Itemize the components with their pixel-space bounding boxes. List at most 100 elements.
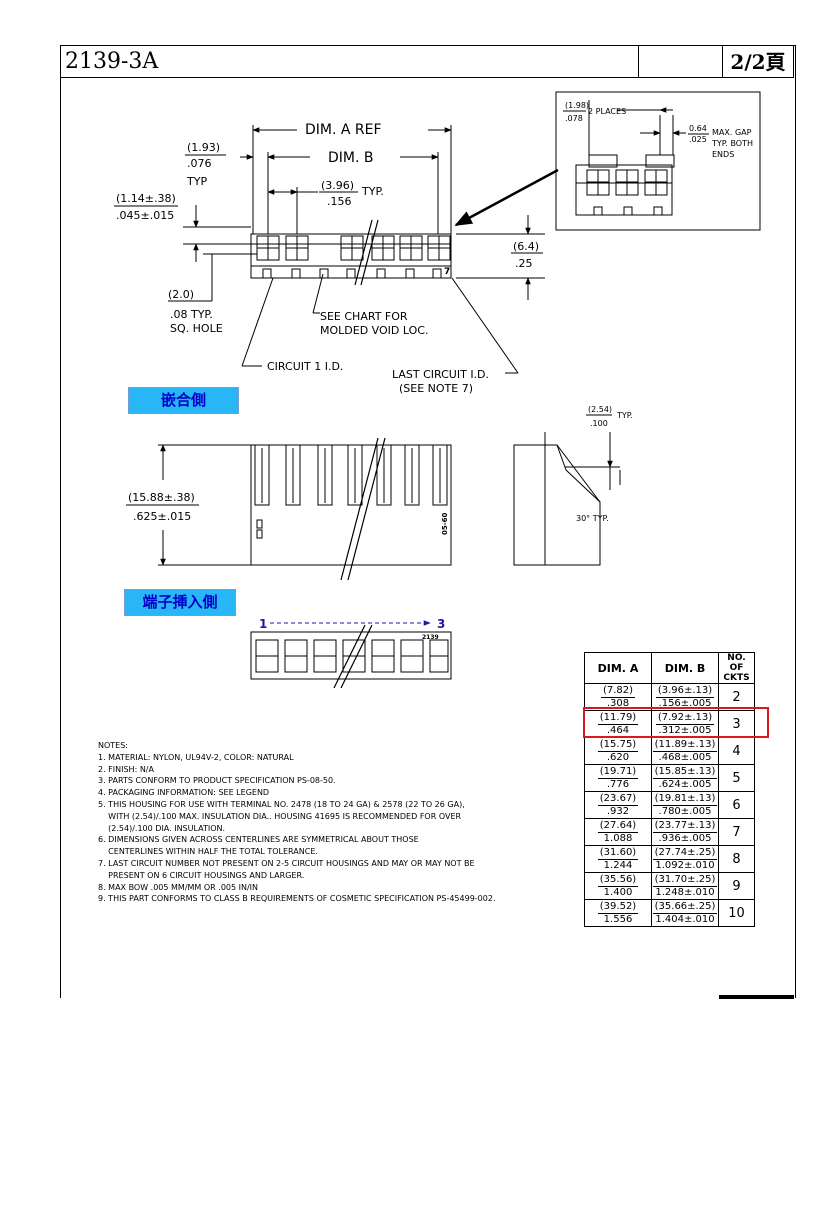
- title-bar-page-cell: [722, 46, 795, 77]
- highlighted-row-box: [583, 707, 769, 738]
- chamfer-typ: TYP.: [616, 411, 633, 420]
- dim-a-cell-in: 1.088: [603, 832, 633, 844]
- dim-b-cell-in: 1.092±.010: [655, 859, 715, 871]
- detail-gap-in: .025: [689, 135, 707, 144]
- dim-b-cell-mm: (11.89±.13): [652, 738, 718, 752]
- housing-marking: 05-60: [441, 512, 449, 535]
- bottom-mark: [719, 995, 794, 999]
- detail-gap-note-2: TYP. BOTH: [711, 139, 753, 148]
- col-header-dim-a: DIM. A: [584, 652, 652, 684]
- dim-b-cell-in: .780±.005: [658, 805, 712, 817]
- rear-part-mark: 2139: [422, 634, 439, 641]
- wall-mm: (1.14±.38): [116, 192, 176, 205]
- side-view-text: (2.54) .100 TYP. 30° TYP.: [576, 405, 633, 523]
- notes-line: WITH (2.54)/.100 MAX. INSULATION DIA.. H…: [98, 811, 462, 821]
- height-in: .25: [515, 257, 533, 270]
- notes-line: 4. PACKAGING INFORMATION: SEE LEGEND: [98, 788, 270, 798]
- notes-line: 2. FINISH: N/A: [98, 764, 154, 774]
- detail-width-in: .078: [565, 114, 583, 123]
- notes-line: NOTES:: [98, 741, 128, 750]
- void-note-2: MOLDED VOID LOC.: [320, 324, 428, 337]
- title-bar: 2139-3A 2/2頁: [60, 45, 794, 78]
- front-height-in: .625±.015: [133, 510, 191, 523]
- top-terminal-slots: [262, 268, 442, 278]
- dim-a-cell: (27.64)1.088: [584, 818, 652, 846]
- detail-view: [555, 91, 761, 231]
- angle-label: 30° TYP.: [576, 514, 609, 523]
- dim-a-cell: (19.71).776: [584, 764, 652, 792]
- ckts-cell: 9: [718, 872, 755, 900]
- housing-rear-outline: [250, 631, 452, 680]
- dim-b-cell: (19.81±.13).780±.005: [651, 791, 719, 819]
- dim-a-cell-in: .308: [606, 697, 630, 709]
- ckts-cell: 4: [718, 737, 755, 765]
- front-slots: [254, 445, 448, 506]
- dim-b-cell: (27.74±.25)1.092±.010: [651, 845, 719, 873]
- dim-a-cell-in: .464: [606, 724, 630, 736]
- dim-b-cell: (31.70±.25)1.248±.010: [651, 872, 719, 900]
- offset-in: .076: [187, 157, 212, 170]
- dim-b-cell-mm: (35.66±.25): [652, 900, 718, 914]
- dim-a-cell-mm: (35.56): [597, 873, 639, 887]
- last-circuit-2: (SEE NOTE 7): [399, 382, 473, 395]
- dim-b-cell-mm: (19.81±.13): [652, 792, 718, 806]
- notes-line: 5. THIS HOUSING FOR USE WITH TERMINAL NO…: [98, 799, 465, 809]
- dim-b-cell-mm: (7.92±.13): [655, 711, 715, 725]
- insertion-side-label: 端子挿入側: [124, 589, 236, 616]
- housing-front-outline: [250, 444, 452, 566]
- notes-line: 8. MAX BOW .005 MM/MM OR .005 IN/IN: [98, 882, 259, 892]
- dim-a-cell: (23.67).932: [584, 791, 652, 819]
- pitch-mm: (3.96): [321, 179, 354, 192]
- detail-places: 2 PLACES: [588, 107, 626, 116]
- pitch-typ: TYP.: [361, 185, 384, 198]
- housing-top-outline: [250, 233, 452, 279]
- dim-b-cell-in: .936±.005: [658, 832, 712, 844]
- void-note-1: SEE CHART FOR: [320, 310, 408, 323]
- offset-typ: TYP: [186, 175, 207, 188]
- dim-b-cell-mm: (31.70±.25): [652, 873, 718, 887]
- detail-view-text: (1.98) .078 2 PLACES 0.64 .025 MAX. GAP …: [563, 101, 753, 159]
- notes-line: 1. MATERIAL: NYLON, UL94V-2, COLOR: NATU…: [98, 752, 294, 762]
- ckts-cell: 7: [718, 818, 755, 846]
- top-view: [168, 125, 559, 374]
- arrow-end-label: 3: [437, 617, 445, 631]
- dim-b-cell: (35.66±.25)1.404±.010: [651, 899, 719, 927]
- dim-b-cell: (11.89±.13).468±.005: [651, 737, 719, 765]
- top-view-text: DIM. A REF DIM. B (1.93) .076 TYP (3.96)…: [114, 122, 543, 395]
- dim-a-cell-mm: (39.52): [597, 900, 639, 914]
- detail-width-mm: (1.98): [565, 101, 589, 110]
- dim-a-cell-mm: (27.64): [597, 819, 639, 833]
- pitch-in: .156: [327, 195, 352, 208]
- dim-b-cell-in: 1.404±.010: [655, 913, 715, 925]
- notes-line: 7. LAST CIRCUIT NUMBER NOT PRESENT ON 2-…: [98, 858, 475, 868]
- insertion-view: [250, 620, 452, 689]
- ckts-cell: 6: [718, 791, 755, 819]
- hole-note: SQ. HOLE: [170, 322, 223, 335]
- hole-mm: (2.0): [168, 288, 194, 301]
- dim-a-cell-in: 1.400: [603, 886, 633, 898]
- wall-in: .045±.015: [116, 209, 174, 222]
- page-indicator: 2/2頁: [730, 50, 786, 74]
- detail-gap-note-3: ENDS: [712, 150, 734, 159]
- dim-a-cell-mm: (19.71): [597, 765, 639, 779]
- col-header-ckts: NO. OF CKTS: [718, 652, 755, 684]
- mating-side-label: 嵌合側: [128, 387, 239, 414]
- dim-a-cell-mm: (31.60): [597, 846, 639, 860]
- dim-b-cell-in: .312±.005: [658, 724, 712, 736]
- notes-line: 6. DIMENSIONS GIVEN ACROSS CENTERLINES A…: [98, 835, 419, 845]
- side-view: [513, 432, 621, 566]
- detail-frame: [555, 91, 761, 231]
- dim-a-cell-mm: (15.75): [597, 738, 639, 752]
- dim-a-cell-in: .620: [606, 751, 630, 763]
- ckts-cell: 8: [718, 845, 755, 873]
- dim-a-cell-in: 1.556: [603, 913, 633, 925]
- circuit-number: 7: [444, 267, 450, 277]
- notes-line: PRESENT ON 6 CIRCUIT HOUSINGS AND LARGER…: [98, 870, 305, 880]
